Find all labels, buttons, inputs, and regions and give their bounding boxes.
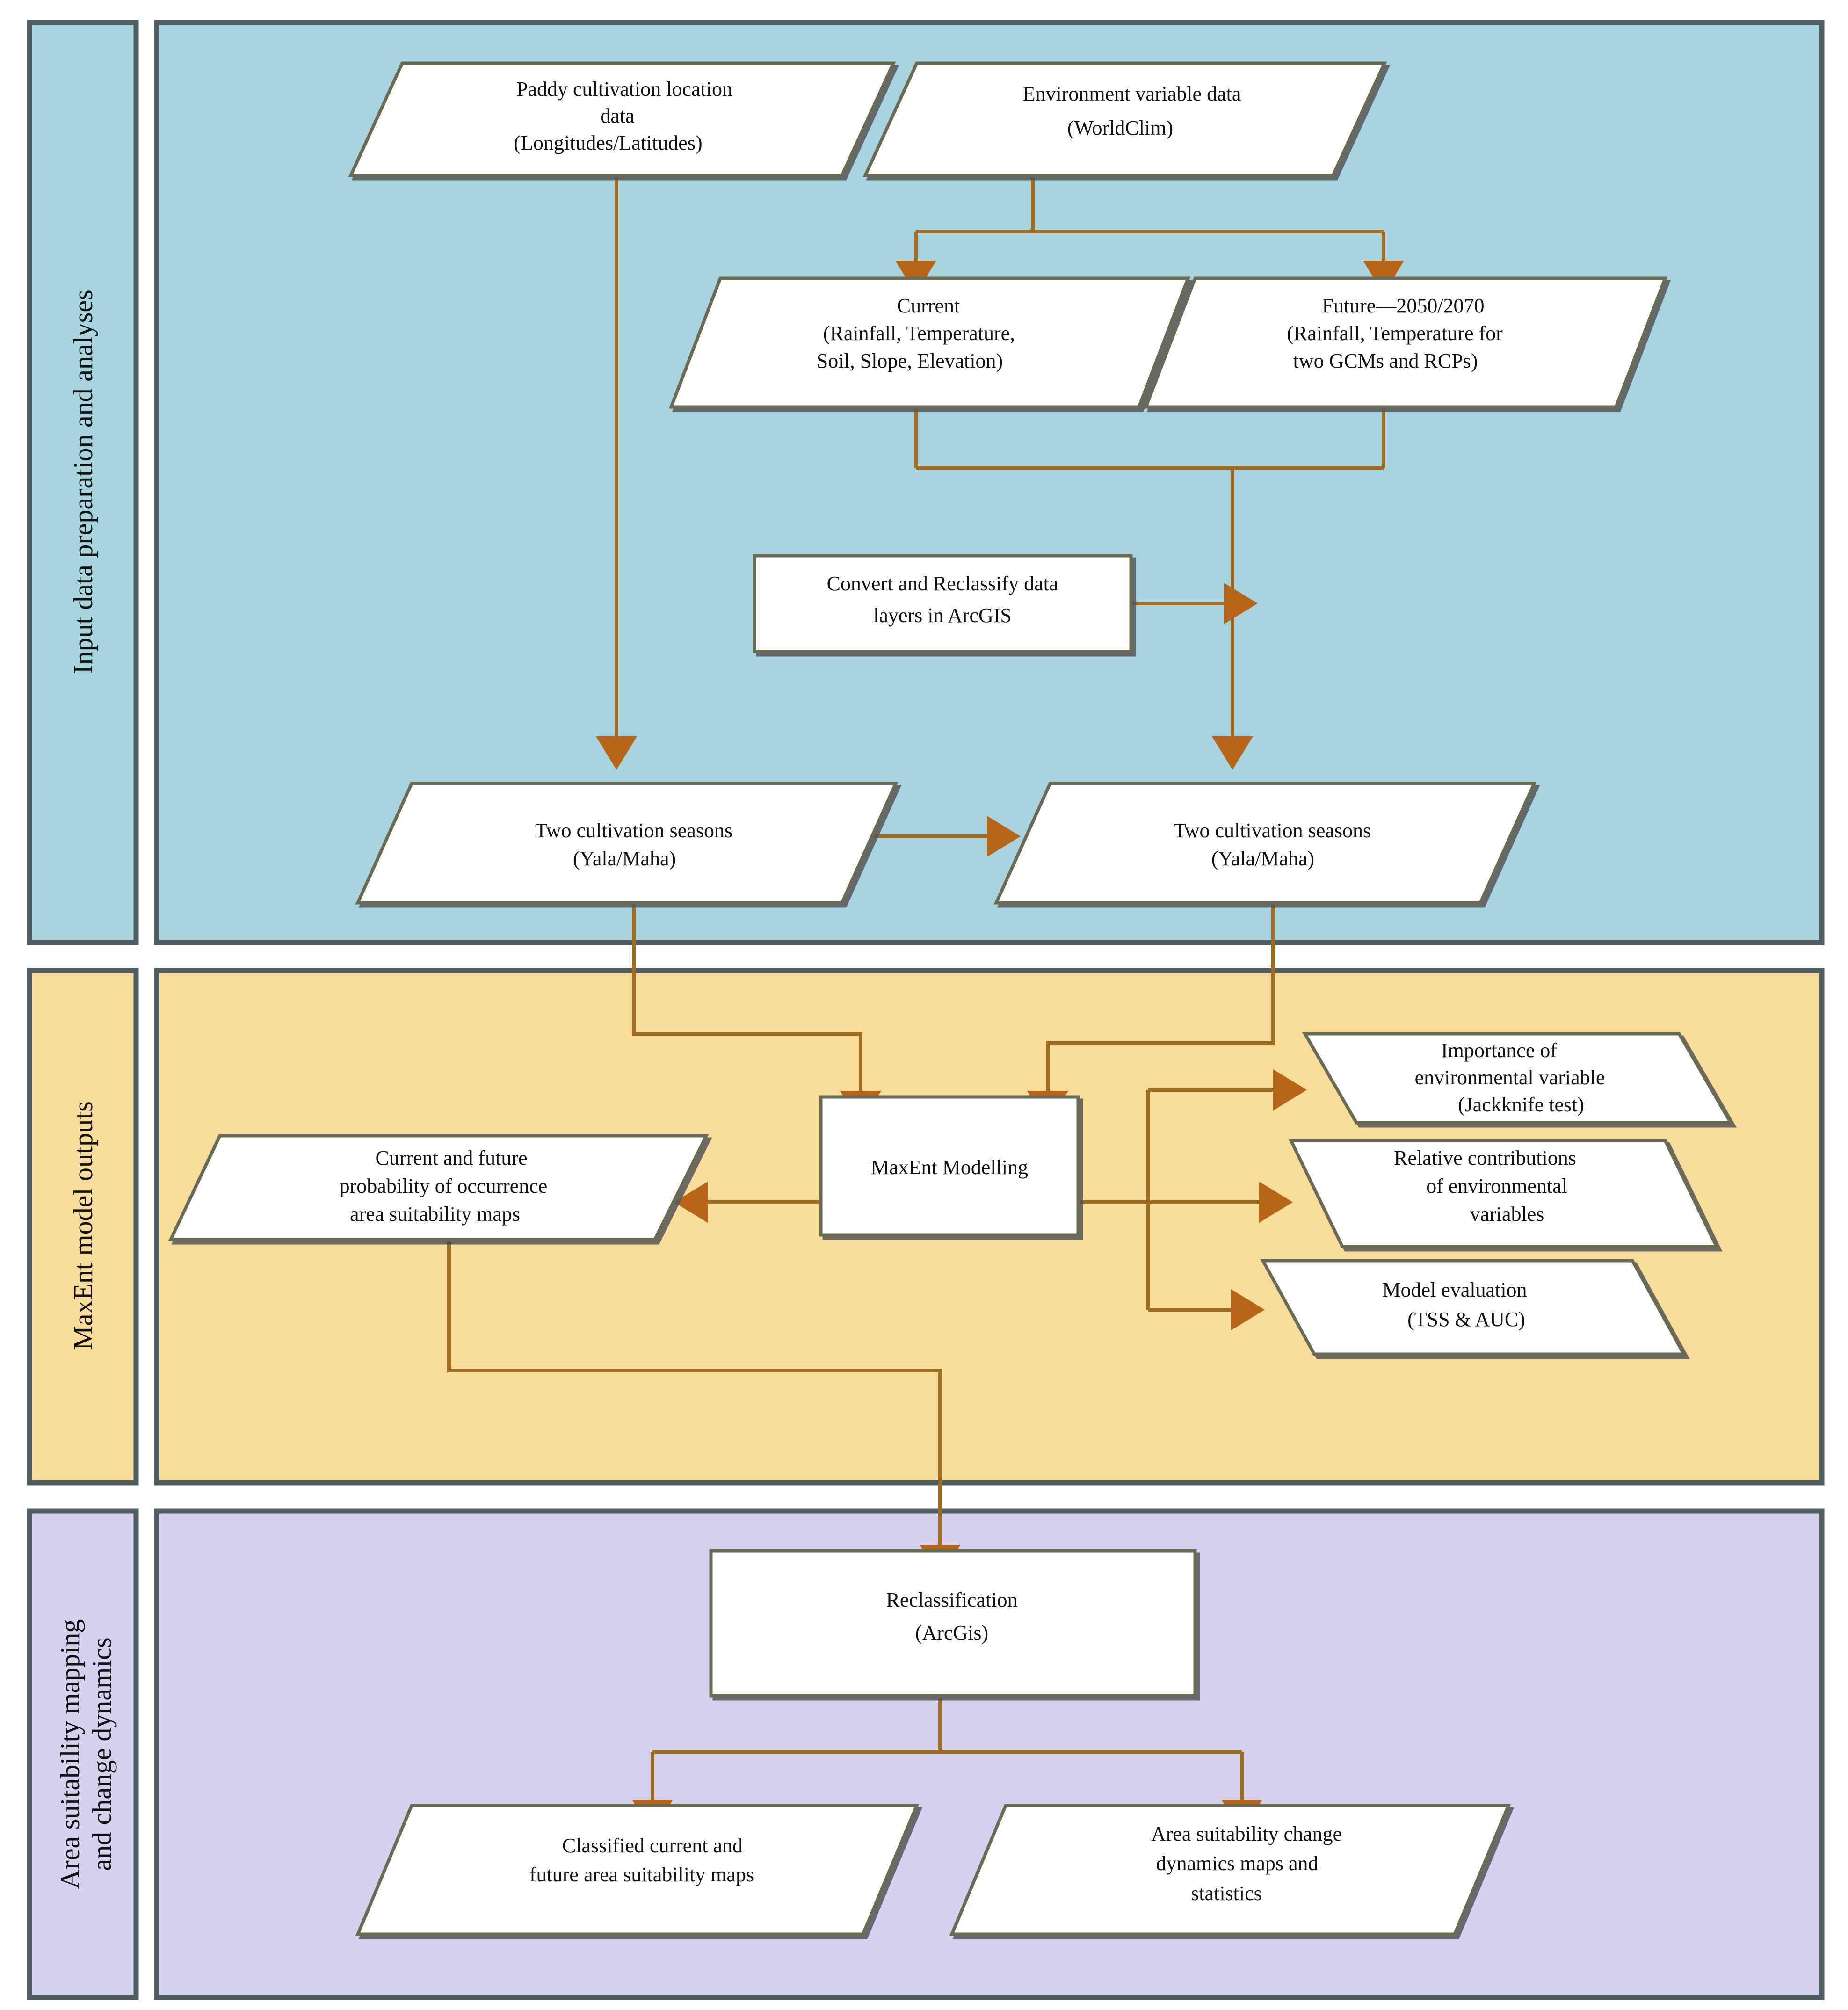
node-classified-maps[interactable]: Classified current and future area suita… [355,1804,920,1936]
section-label-area-line2: and change dynamics [87,1637,117,1871]
node-probability-maps-line3: area suitability maps [350,1203,520,1226]
node-seasons-right-line2: (Yala/Maha) [1211,847,1314,870]
node-seasons-left-line1: Two cultivation seasons [535,819,732,842]
node-seasons-right-line1: Two cultivation seasons [1174,819,1371,842]
node-probability-maps-line1: Current and future [376,1146,528,1169]
section-label-area: Area suitability mapping and change dyna… [55,1619,117,1889]
node-change-dynamics[interactable]: Area suitability change dynamics maps an… [949,1804,1511,1936]
node-seasons-left-line2: (Yala/Maha) [573,847,676,870]
connector-layer [447,175,1404,1833]
node-reclassification-line1: Reclassification [886,1589,1017,1611]
node-env-variable[interactable]: Environment variable data (WorldClim) [862,61,1387,177]
node-importance-line2: environmental variable [1415,1066,1605,1089]
node-current-line3: Soil, Slope, Elevation) [817,349,1003,372]
node-convert-reclassify-line2: layers in ArcGIS [873,604,1012,627]
node-relative-contrib[interactable]: Relative contributions of environmental … [1288,1139,1719,1248]
node-importance[interactable]: Importance of environmental variable (Ja… [1302,1032,1734,1125]
section-label-area-line1: Area suitability mapping [55,1619,85,1889]
node-model-evaluation[interactable]: Model evaluation (TSS & AUC) [1260,1259,1687,1356]
node-relative-contrib-line1: Relative contributions [1394,1146,1576,1169]
node-seasons-left[interactable]: Two cultivation seasons (Yala/Maha) [355,782,899,905]
section-label-maxent-text: MaxEnt model outputs [68,1101,98,1350]
node-convert-reclassify[interactable]: Convert and Reclassify data layers in Ar… [753,554,1133,653]
node-probability-maps[interactable]: Current and future probability of occurr… [168,1134,709,1241]
node-future-line2: (Rainfall, Temperature for [1287,322,1503,345]
section-label-maxent: MaxEnt model outputs [68,1101,98,1350]
node-future-line3: two GCMs and RCPs) [1293,349,1478,372]
node-change-dynamics-line1: Area suitability change [1151,1822,1342,1845]
node-reclassification-line2: (ArcGis) [915,1621,988,1644]
node-maxent-modelling-label: MaxEnt Modelling [871,1156,1028,1179]
node-importance-line1: Importance of [1441,1039,1557,1062]
node-classified-maps-line2: future area suitability maps [529,1863,754,1886]
node-future[interactable]: Future—2050/2070 (Rainfall, Temperature … [1143,276,1668,409]
section-label-input: Input data preparation and analyses [68,290,98,674]
node-current-line2: (Rainfall, Temperature, [823,322,1015,345]
node-env-variable-line2: (WorldClim) [1067,116,1173,139]
node-current[interactable]: Current (Rainfall, Temperature, Soil, Sl… [668,276,1191,409]
node-change-dynamics-line3: statistics [1191,1882,1262,1905]
node-probability-maps-line2: probability of occurrence [340,1175,548,1197]
section-label-input-text: Input data preparation and analyses [68,290,98,674]
node-model-evaluation-line2: (TSS & AUC) [1407,1308,1525,1331]
node-seasons-right[interactable]: Two cultivation seasons (Yala/Maha) [993,782,1537,905]
node-model-evaluation-line1: Model evaluation [1382,1278,1527,1301]
edge-probability-to-reclassification [447,1240,961,1578]
node-paddy-location-line2: data [600,104,634,127]
node-reclassification[interactable]: Reclassification (ArcGis) [709,1549,1197,1698]
edge-seasons-left-to-maxent [632,903,881,1125]
node-env-variable-line1: Environment variable data [1023,82,1241,105]
node-change-dynamics-line2: dynamics maps and [1156,1852,1318,1875]
edge-seasons-right-to-maxent [1027,903,1275,1125]
node-future-line1: Future—2050/2070 [1322,294,1484,317]
node-current-line1: Current [897,294,960,317]
node-paddy-location-line3: (Longitudes/Latitudes) [514,131,702,154]
node-convert-reclassify-line1: Convert and Reclassify data [827,572,1058,595]
node-relative-contrib-line3: variables [1470,1203,1544,1226]
node-paddy-location[interactable]: Paddy cultivation location data (Longitu… [348,61,896,177]
node-relative-contrib-line2: of environmental [1426,1175,1567,1197]
node-maxent-modelling[interactable]: MaxEnt Modelling [819,1095,1080,1237]
node-paddy-location-line1: Paddy cultivation location [516,78,732,101]
node-importance-line3: (Jackknife test) [1458,1093,1584,1116]
node-classified-maps-line1: Classified current and [562,1834,743,1857]
